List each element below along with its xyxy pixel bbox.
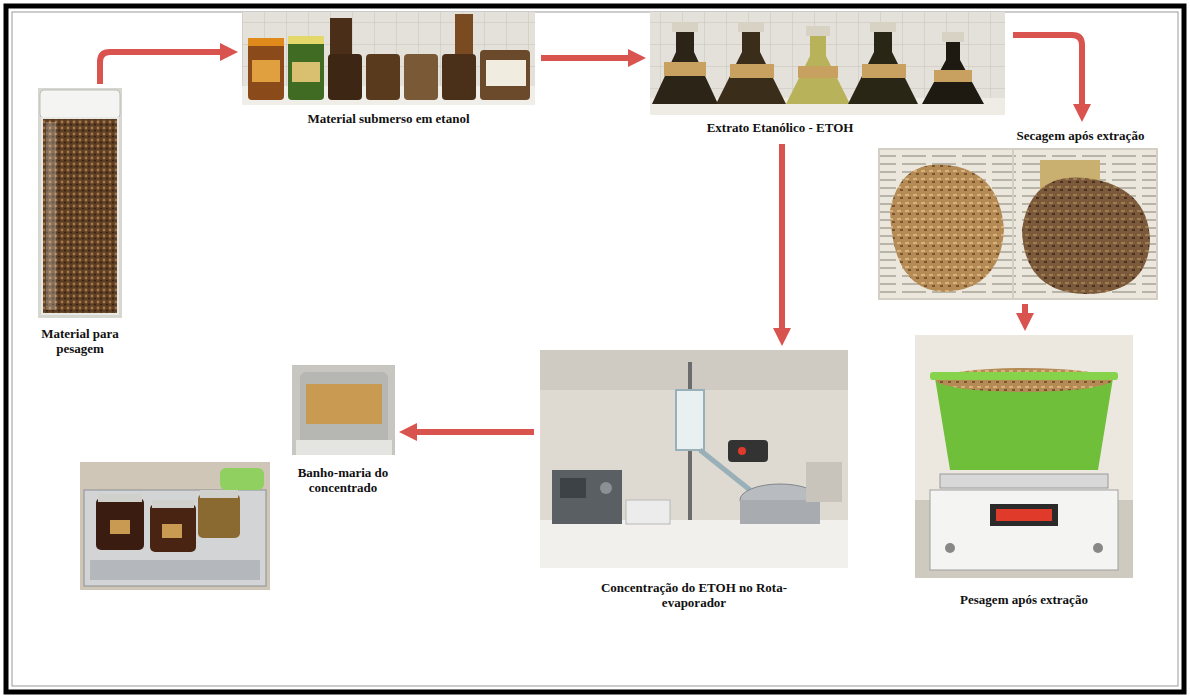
- flow-arrow: [1013, 35, 1082, 104]
- drying-photo: [878, 148, 1158, 300]
- photo-step: Material submerso em etanol: [242, 12, 535, 105]
- flow-arrow: [417, 429, 534, 435]
- step-caption: Material submerso em etanol: [242, 111, 535, 126]
- jar-photo: [38, 88, 122, 318]
- jars-photo: [242, 12, 535, 105]
- concentrate-jar-photo: [292, 365, 395, 455]
- step-caption: Secagem após extração: [1003, 128, 1158, 143]
- step-caption: Banho-maria do concentrado: [288, 465, 398, 495]
- scale-photo: [915, 335, 1133, 578]
- outer-frame: [6, 6, 1184, 692]
- step-caption: Pesagem após extração: [915, 592, 1133, 607]
- photo-step: Secagem após extração: [878, 126, 1158, 300]
- flow-arrow: [1022, 304, 1028, 313]
- photo-step: Concentração do ETOH no Rota-evaporador: [540, 350, 848, 568]
- water-bath-photo: [80, 462, 270, 590]
- step-caption: Material para pesagem: [25, 326, 135, 356]
- flow-arrow: [779, 144, 785, 328]
- step-caption: Concentração do ETOH no Rota-evaporador: [599, 580, 789, 610]
- flow-arrow: [100, 52, 220, 84]
- flasks-photo: [650, 12, 1005, 115]
- photo-step: Material para pesagem: [38, 88, 122, 318]
- rotary-evaporator-photo: [540, 350, 848, 568]
- inner-frame: [12, 12, 1178, 686]
- photo-step: Pesagem após extração: [915, 335, 1133, 578]
- flow-arrow: [541, 55, 628, 61]
- step-caption: Extrato Etanólico - ETOH: [650, 120, 910, 135]
- photo-step: Banho-maria do concentrado: [292, 365, 395, 455]
- photo-step: Extrato Etanólico - ETOH: [650, 12, 1005, 140]
